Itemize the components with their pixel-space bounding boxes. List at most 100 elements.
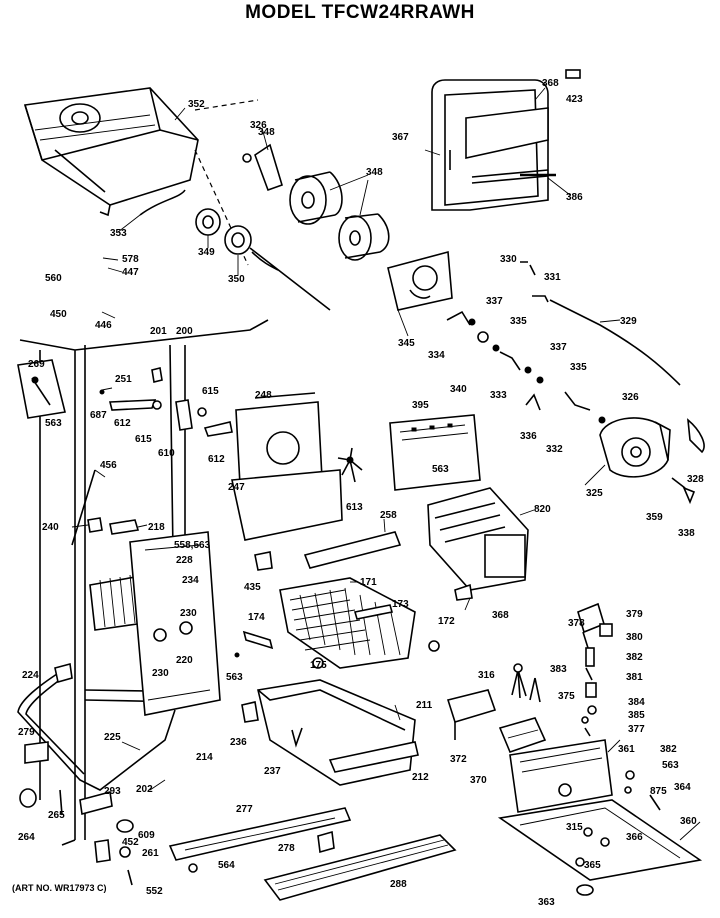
- bracket-368[interactable]: [454, 583, 473, 601]
- bracket-293[interactable]: [79, 790, 113, 816]
- nut-261[interactable]: [119, 846, 131, 858]
- base-plate-360[interactable]: [497, 799, 703, 881]
- ice-maker-820[interactable]: [427, 487, 529, 591]
- screw-552[interactable]: [127, 869, 133, 886]
- switch-610[interactable]: [175, 399, 193, 431]
- rod-329[interactable]: [549, 299, 681, 386]
- screw-377[interactable]: [584, 727, 591, 737]
- grille-288[interactable]: [263, 834, 457, 901]
- screw-563d[interactable]: [625, 770, 635, 780]
- bracket-269[interactable]: [17, 359, 66, 419]
- label-334: 334: [428, 350, 445, 361]
- relay-382[interactable]: [585, 647, 595, 667]
- crusher-housing-345[interactable]: [387, 250, 453, 311]
- ice-bucket-352[interactable]: [23, 87, 199, 217]
- clip-251[interactable]: [151, 367, 163, 383]
- bushing-172[interactable]: [428, 640, 440, 652]
- roller-278[interactable]: [317, 830, 335, 854]
- auger-motor-325[interactable]: [599, 417, 671, 478]
- wire-383[interactable]: [585, 667, 593, 681]
- rail-173[interactable]: [353, 604, 394, 620]
- screw-359[interactable]: [671, 477, 686, 489]
- screw-265[interactable]: [59, 789, 63, 816]
- label-423: 423: [566, 94, 583, 105]
- terminal-224[interactable]: [54, 662, 73, 684]
- ice-pan-211[interactable]: [257, 679, 419, 786]
- control-board-395[interactable]: [389, 414, 481, 491]
- bearing-326[interactable]: [242, 153, 252, 163]
- nut-385[interactable]: [581, 716, 589, 724]
- screw-563[interactable]: [234, 652, 240, 658]
- label-279: 279: [18, 727, 35, 738]
- label-228: 228: [176, 555, 193, 566]
- grommet-365[interactable]: [575, 857, 585, 867]
- drain-heater-456[interactable]: [71, 469, 96, 546]
- bracket-328[interactable]: [687, 418, 705, 454]
- clip-338[interactable]: [682, 486, 696, 505]
- roller-264[interactable]: [19, 788, 37, 808]
- spring-237[interactable]: [291, 727, 303, 748]
- clip-335b[interactable]: [536, 376, 544, 384]
- auger-shaft-350[interactable]: [224, 225, 331, 311]
- thermostat-230[interactable]: [153, 628, 167, 642]
- insulation-tube-258[interactable]: [303, 531, 402, 569]
- wiring-375[interactable]: [529, 677, 541, 703]
- link-332[interactable]: [564, 391, 591, 411]
- bracket-452[interactable]: [94, 839, 111, 863]
- lever-333[interactable]: [499, 351, 521, 371]
- clip-279[interactable]: [24, 741, 49, 764]
- clip-335[interactable]: [492, 344, 500, 352]
- grommet-315[interactable]: [583, 827, 593, 837]
- label-558: 558,563: [174, 540, 211, 551]
- washer-340[interactable]: [477, 331, 489, 343]
- bracket-612[interactable]: [108, 399, 157, 411]
- freezer-basket-171[interactable]: [279, 577, 416, 669]
- clip-236[interactable]: [241, 701, 259, 723]
- capacitor-381[interactable]: [585, 682, 597, 698]
- lever-334[interactable]: [446, 310, 471, 326]
- auger-348[interactable]: [289, 171, 390, 261]
- compressor-361[interactable]: [509, 739, 613, 813]
- compressor-relay-370[interactable]: [498, 717, 547, 753]
- bushing-175[interactable]: [312, 657, 324, 669]
- rail-277[interactable]: [168, 807, 352, 861]
- grommet-366[interactable]: [600, 837, 610, 847]
- bracket-612b[interactable]: [203, 421, 233, 437]
- bushing-615[interactable]: [152, 400, 162, 410]
- bushing-337b[interactable]: [524, 366, 532, 374]
- screw-564[interactable]: [188, 863, 198, 873]
- bushing-615b[interactable]: [197, 407, 207, 417]
- cover-379[interactable]: [599, 623, 613, 637]
- cover-372[interactable]: [446, 689, 497, 723]
- wire-380[interactable]: [582, 631, 589, 649]
- leveler-609[interactable]: [116, 819, 134, 833]
- evaporator-shroud-247[interactable]: [231, 392, 343, 541]
- spring-330[interactable]: [520, 261, 536, 276]
- wiring-316[interactable]: [511, 669, 527, 699]
- label-560: 560: [45, 273, 62, 284]
- blade-348[interactable]: [254, 143, 283, 192]
- washer-384[interactable]: [587, 705, 597, 715]
- cap-423[interactable]: [565, 69, 581, 79]
- label-363: 363: [538, 897, 555, 908]
- spring-364[interactable]: [649, 794, 661, 811]
- defrost-heater-225[interactable]: [17, 671, 176, 791]
- cap-435[interactable]: [254, 551, 273, 571]
- hook-331[interactable]: [532, 295, 549, 303]
- clip-240[interactable]: [87, 517, 103, 533]
- grommet-363[interactable]: [576, 884, 594, 896]
- connector-218[interactable]: [109, 519, 140, 535]
- label-378: 378: [568, 618, 585, 629]
- coupling-349[interactable]: [195, 208, 221, 236]
- bearing-326b[interactable]: [598, 416, 606, 424]
- bushing-337[interactable]: [468, 318, 476, 326]
- label-578: 578: [122, 254, 139, 265]
- grommet-220[interactable]: [179, 621, 193, 635]
- washer-875[interactable]: [624, 786, 632, 794]
- dispenser-cover-367[interactable]: [431, 79, 556, 211]
- lever-336[interactable]: [525, 393, 541, 411]
- screw-687[interactable]: [99, 389, 105, 395]
- label-288: 288: [390, 879, 407, 890]
- fan-blade-613[interactable]: [337, 447, 363, 483]
- slide-174[interactable]: [242, 630, 274, 650]
